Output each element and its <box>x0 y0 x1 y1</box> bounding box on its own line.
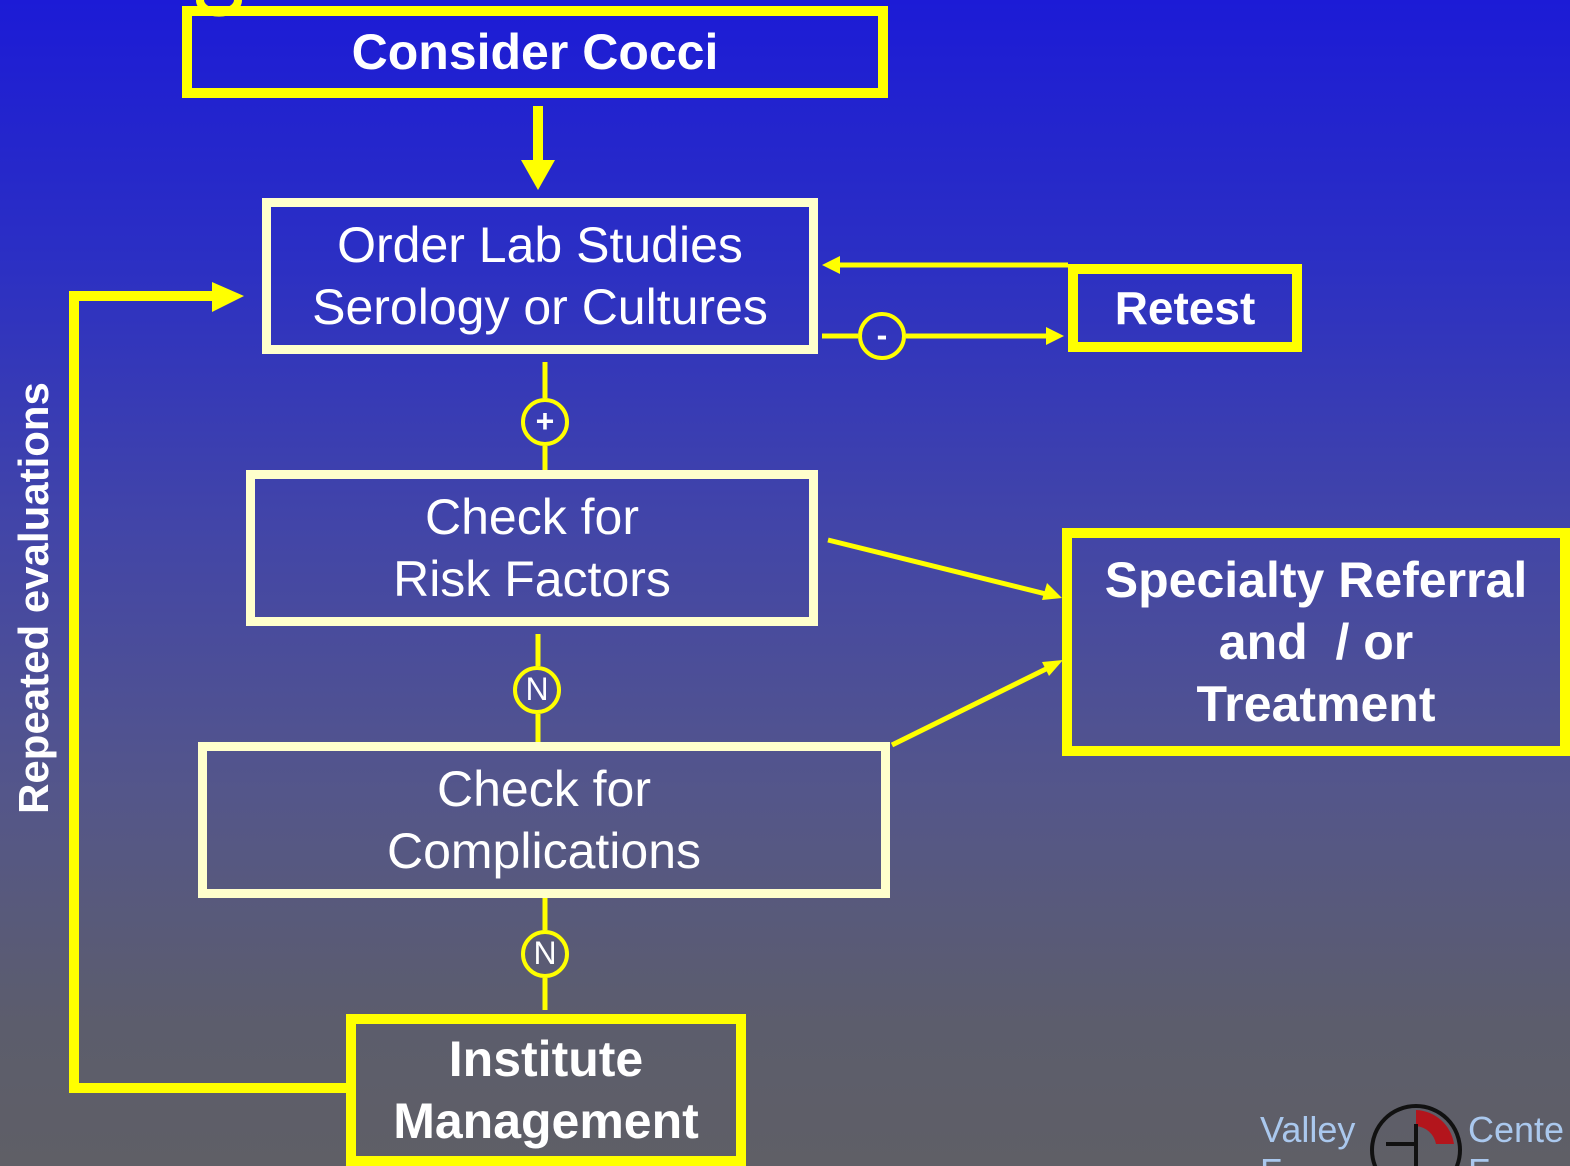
no-risk-label: N <box>525 671 549 707</box>
arrow-complications-to-referral <box>890 665 1050 748</box>
logo-word-valley: Valley <box>1260 1109 1356 1150</box>
arrowhead-retest-to-lab <box>822 256 840 274</box>
logo-word-center: Cente <box>1468 1109 1565 1150</box>
retest-box: Retest <box>1068 264 1302 352</box>
no-risk-factors-node: N <box>513 666 561 714</box>
arrow-risk-to-referral <box>827 537 1047 597</box>
order-lab-line1: Order Lab Studies <box>337 217 743 273</box>
repeated-evaluations-label: Repeated evaluations <box>10 382 57 814</box>
complications-box: Check for Complications <box>198 742 890 898</box>
arrowhead-lab-to-retest <box>1046 327 1064 345</box>
complications-line1: Check for <box>437 761 651 817</box>
positive-result-node: + <box>521 398 569 446</box>
risk-factors-line1: Check for <box>425 489 639 545</box>
retest-label: Retest <box>1114 282 1256 334</box>
referral-line2: and / or <box>1218 614 1414 670</box>
arrowhead-complications-to-referral <box>1042 660 1063 676</box>
positive-label: + <box>535 403 555 439</box>
loop-institute-to-lab <box>69 291 348 1093</box>
consider-cocci-box: Consider Cocci <box>182 6 888 98</box>
specialty-referral-box: Specialty Referral and / or Treatment <box>1062 528 1570 756</box>
risk-factors-line2: Risk Factors <box>393 551 671 607</box>
arrowhead-risk-to-referral <box>1042 583 1062 600</box>
logo-word-bottom-left: F <box>1260 1152 1282 1166</box>
order-lab-line2: Serology or Cultures <box>312 279 768 335</box>
institute-line2: Management <box>393 1093 699 1149</box>
valley-center-logo: Valley Cente F F <box>1258 1104 1570 1166</box>
arrowhead-loop-to-lab <box>212 282 244 312</box>
negative-label: - <box>876 317 888 353</box>
consider-cocci-label: Consider Cocci <box>351 24 719 80</box>
complications-line2: Complications <box>386 823 701 879</box>
institute-management-box: Institute Management <box>346 1014 746 1166</box>
order-lab-studies-box: Order Lab Studies Serology or Cultures <box>262 198 818 354</box>
logo-emblem-icon <box>1370 1104 1462 1166</box>
no-complications-label: N <box>533 935 557 971</box>
arrowhead-consider-to-lab <box>521 160 555 190</box>
logo-word-bottom-right: F <box>1468 1152 1490 1166</box>
negative-result-node: - <box>858 312 906 360</box>
no-complications-node: N <box>521 930 569 978</box>
referral-line3: Treatment <box>1196 676 1436 732</box>
risk-factors-box: Check for Risk Factors <box>246 470 818 626</box>
referral-line1: Specialty Referral <box>1104 552 1528 608</box>
institute-line1: Institute <box>448 1031 644 1087</box>
